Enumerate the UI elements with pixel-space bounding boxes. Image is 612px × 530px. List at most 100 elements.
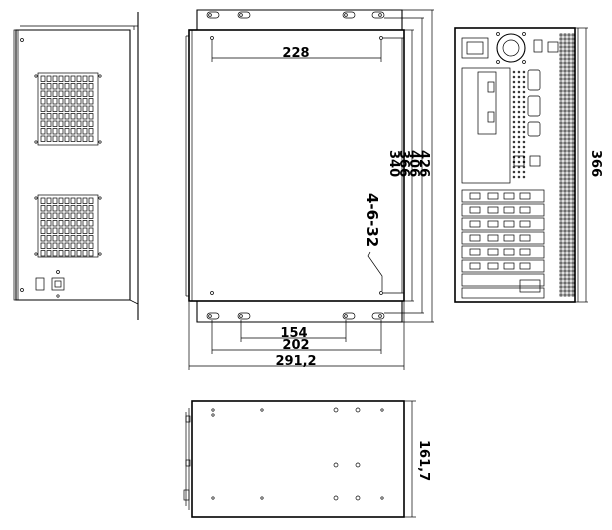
vent-slot [64, 83, 70, 90]
label-366: 366 [396, 150, 411, 177]
io-dot [517, 140, 521, 144]
vent-slot [64, 205, 70, 212]
vent-slot [52, 120, 58, 127]
vent-slot [70, 250, 76, 257]
io-dot [512, 75, 516, 79]
slot-connector [487, 234, 499, 242]
rear-vent-hole [563, 225, 567, 229]
vent-slot [70, 128, 76, 135]
io-dot [517, 145, 521, 149]
vent-slot [82, 90, 88, 97]
rear-vent-hole [571, 261, 575, 265]
rear-vent-hole [567, 193, 571, 197]
vent-slot [88, 227, 94, 234]
vertical-dimensions: 340 366 406 426 [383, 9, 434, 323]
rear-vent-hole [571, 109, 575, 113]
io-dot [512, 165, 516, 169]
rear-vent-hole [571, 77, 575, 81]
rear-vent-hole [563, 105, 567, 109]
vent-slot [46, 113, 52, 120]
rear-vent-hole [559, 73, 563, 77]
rear-vent-hole [559, 261, 563, 265]
io-dot [522, 85, 526, 89]
vent-slot [58, 135, 64, 142]
rear-vent-hole [563, 185, 567, 189]
io-dot [522, 120, 526, 124]
rear-vent-hole [571, 41, 575, 45]
rear-vent-hole [571, 189, 575, 193]
vent-slot [88, 75, 94, 82]
vent-slot [40, 197, 46, 204]
rear-vent-hole [571, 217, 575, 221]
vent-slot [52, 98, 58, 105]
rear-vent-hole [571, 165, 575, 169]
rear-vent-hole [567, 53, 571, 57]
vent-slot [76, 83, 82, 90]
rear-vent-hole [571, 201, 575, 205]
vent-slot [58, 227, 64, 234]
rear-vent-hole [567, 153, 571, 157]
rear-vent-hole [567, 209, 571, 213]
rear-vent-hole [571, 245, 575, 249]
io-dot [512, 105, 516, 109]
rear-vent-hole [559, 225, 563, 229]
vent-slot [88, 242, 94, 249]
rear-vent-hole [567, 221, 571, 225]
rear-vent-hole [559, 149, 563, 153]
slot-connector [503, 192, 515, 200]
vent-slot [70, 98, 76, 105]
rear-vent-hole [559, 117, 563, 121]
left-side-view [13, 12, 139, 320]
rear-vent-hole [571, 269, 575, 273]
slot-connector [503, 234, 515, 242]
rear-vent-hole [559, 41, 563, 45]
rear-vent-hole [571, 141, 575, 145]
slot-connector [469, 234, 481, 242]
fan [496, 33, 526, 63]
rear-vent-hole [571, 137, 575, 141]
rear-vent-hole [559, 213, 563, 217]
rear-vent-hole [567, 233, 571, 237]
rear-vent-hole [567, 197, 571, 201]
label-screw-spec: 4-6-32 [363, 193, 381, 247]
rear-vent-hole [563, 89, 567, 93]
rear-vent-hole [571, 65, 575, 69]
slot-connector [469, 206, 481, 214]
rear-vent-hole [559, 57, 563, 61]
vent-slot [40, 75, 46, 82]
io-dot [522, 130, 526, 134]
rear-vent-hole [559, 89, 563, 93]
rear-vent-hole [571, 213, 575, 217]
io-dot [512, 125, 516, 129]
rear-vent-hole [563, 45, 567, 49]
rear-vent-hole [567, 93, 571, 97]
vent-slot [88, 205, 94, 212]
rear-vent-hole [563, 201, 567, 205]
vent-slot [40, 83, 46, 90]
rear-vent-hole [563, 289, 567, 293]
vent-slot [88, 197, 94, 204]
rear-vent-hole [567, 245, 571, 249]
io-dot [522, 145, 526, 149]
vent-slot [82, 235, 88, 242]
rear-vent-hole [567, 129, 571, 133]
rear-vent-hole [563, 257, 567, 261]
slot-connector [487, 262, 499, 270]
io-dot [517, 155, 521, 159]
rear-vent-hole [559, 33, 563, 37]
rear-vent-hole [563, 253, 567, 257]
rear-vent-hole [559, 77, 563, 81]
rear-vent-hole [559, 241, 563, 245]
rear-vent-hole [559, 197, 563, 201]
rear-vent-hole [571, 157, 575, 161]
rear-vent-hole [567, 73, 571, 77]
rear-vent-hole [559, 125, 563, 129]
rear-vent-hole [567, 145, 571, 149]
vent-slot [58, 120, 64, 127]
vent-slot [82, 128, 88, 135]
rear-vent-hole [563, 149, 567, 153]
io-dot [517, 150, 521, 154]
io-dot [522, 165, 526, 169]
rear-vent-hole [571, 257, 575, 261]
vent-slot [64, 135, 70, 142]
